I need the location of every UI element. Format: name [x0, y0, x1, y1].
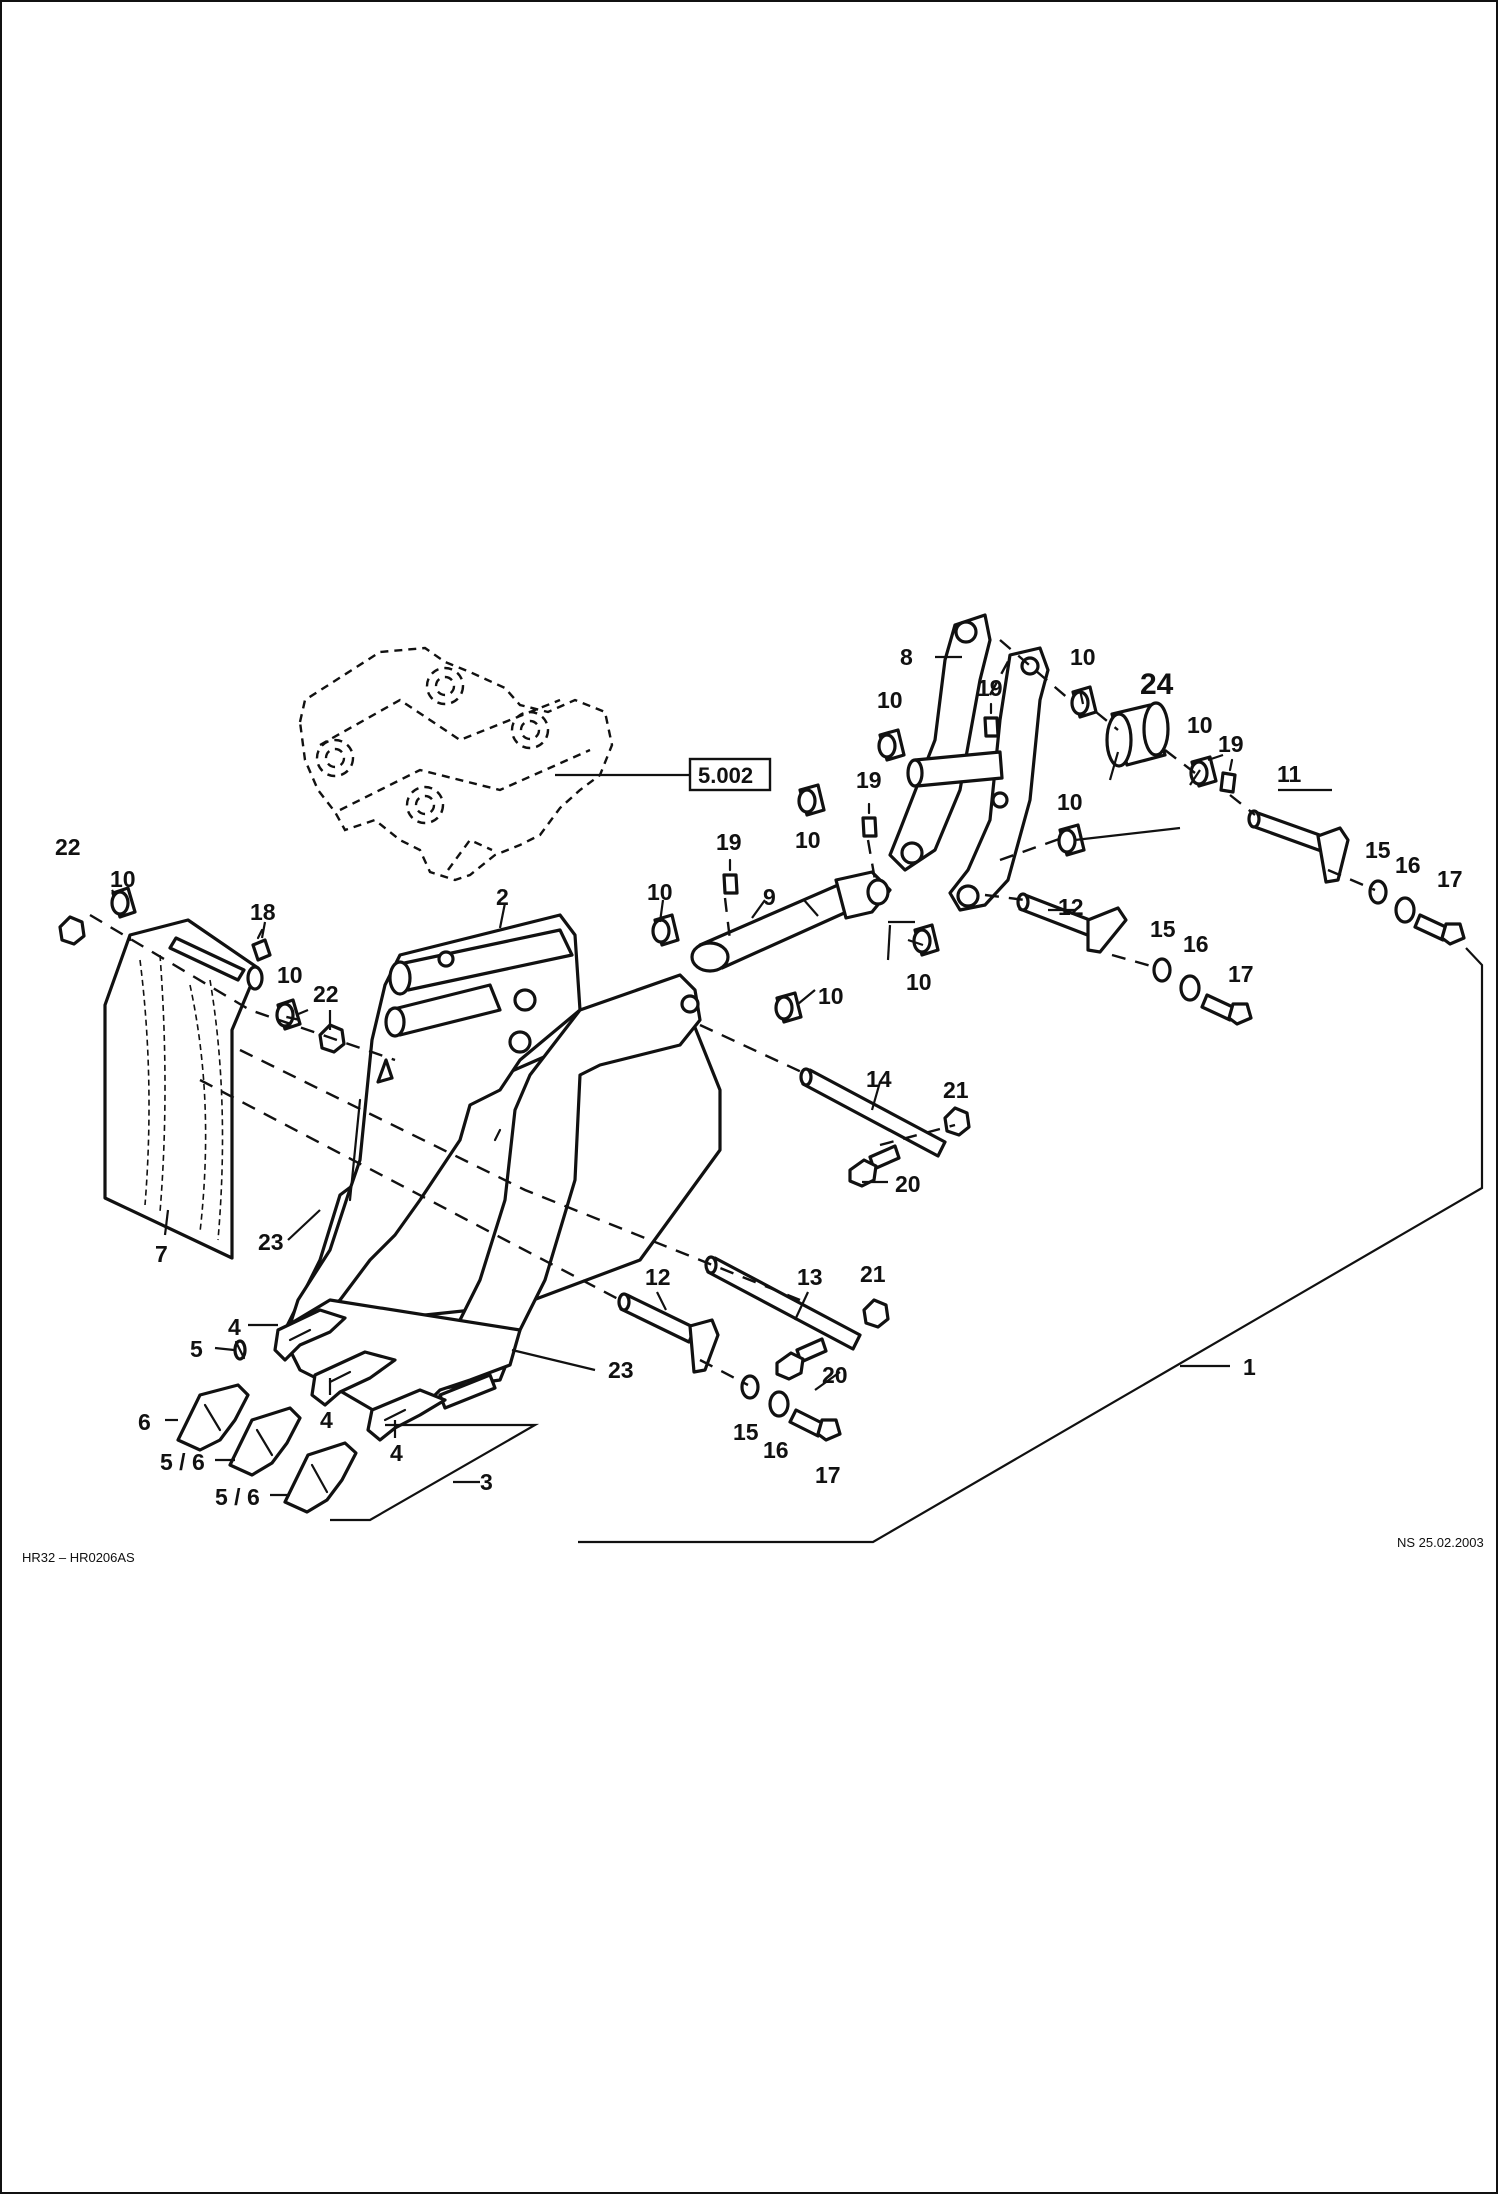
callout-19d: 19	[1218, 731, 1244, 757]
callout-15a: 15	[1365, 837, 1391, 863]
side-cutter-plate	[103, 918, 264, 1260]
assembly-axis-lines	[89, 639, 1376, 1387]
bolt-20b	[775, 1337, 828, 1381]
washer-15c	[740, 1374, 760, 1400]
callout-8: 8	[900, 644, 913, 670]
bolt-20a	[848, 1144, 901, 1188]
callout-7: 7	[155, 1241, 168, 1267]
callout-11: 11	[1277, 761, 1302, 787]
callout-10c: 10	[647, 879, 673, 905]
callout-17a: 17	[1437, 866, 1463, 892]
tooth-adapter-middle	[310, 1350, 397, 1407]
callout-10e: 10	[877, 687, 903, 713]
reference-box	[688, 757, 772, 792]
callout-22a: 22	[55, 834, 81, 860]
callout-5-6b: 5 / 6	[215, 1484, 260, 1510]
callout-16c: 16	[763, 1437, 789, 1463]
callout-21b: 21	[860, 1261, 886, 1287]
callout-23b: 23	[608, 1357, 634, 1383]
washer-15b	[1152, 957, 1172, 983]
callout-6: 6	[138, 1409, 151, 1435]
callout-20b: 20	[822, 1362, 848, 1388]
tooth-retainer-pin	[233, 1339, 247, 1361]
pin-14	[799, 1067, 947, 1158]
callout-16a: 16	[1395, 852, 1421, 878]
callout-2: 2	[496, 884, 509, 910]
grease-nipple-19a	[722, 858, 739, 895]
assembly-bracket	[578, 947, 1484, 1544]
bucket-tooth-6	[176, 1383, 250, 1452]
callout-10b: 10	[277, 962, 303, 988]
callout-23a: 23	[258, 1229, 284, 1255]
callout-15c: 15	[733, 1419, 759, 1445]
bolt-17b	[1200, 993, 1253, 1026]
callout-5: 5	[190, 1336, 203, 1362]
washer-16b	[1179, 974, 1201, 1002]
leader-lines	[111, 655, 1332, 1497]
washer-16a	[1394, 896, 1416, 924]
callout-22b: 22	[313, 981, 339, 1007]
callout-18: 18	[250, 899, 276, 925]
callout-14: 14	[866, 1066, 892, 1092]
bucket-tooth-56b	[283, 1441, 358, 1514]
callout-17c: 17	[815, 1462, 841, 1488]
callout-10i: 10	[1187, 712, 1213, 738]
callout-21a: 21	[943, 1077, 969, 1103]
callout-16b: 16	[1183, 931, 1209, 957]
nut-21b	[862, 1298, 890, 1329]
callout-4a: 4	[228, 1314, 241, 1340]
washer-15a	[1368, 879, 1388, 905]
pin-13	[704, 1255, 862, 1351]
drawing-date: NS 25.02.2003	[1397, 1535, 1484, 1550]
callout-10g: 10	[818, 983, 844, 1009]
callout-4b: 4	[320, 1407, 333, 1433]
tooth-adapter-right	[366, 1388, 447, 1442]
callout-15b: 15	[1150, 916, 1176, 942]
linkage-arms	[888, 613, 1050, 912]
bolt-17a	[1413, 913, 1466, 946]
nut-22a	[58, 915, 86, 946]
grease-nipple-19c	[983, 702, 1000, 738]
pin-12-upper	[1016, 892, 1128, 954]
grease-nipple-19b	[861, 802, 878, 838]
callout-1: 1	[1243, 1354, 1256, 1380]
callout-3: 3	[480, 1469, 493, 1495]
callout-10a: 10	[110, 866, 136, 892]
callout-9: 9	[763, 884, 776, 910]
bucket-body	[278, 913, 722, 1422]
pin-12-lower	[617, 1292, 720, 1374]
tilt-link	[690, 870, 892, 973]
callout-4c: 4	[390, 1440, 403, 1466]
callout-24: 24	[1140, 668, 1174, 701]
pin-11	[1247, 809, 1350, 884]
drawing-code: HR32 – HR0206AS	[22, 1550, 135, 1565]
nut-21a	[943, 1106, 971, 1137]
callout-10d: 10	[795, 827, 821, 853]
callout-19a: 19	[716, 829, 742, 855]
callout-labels: 1 2 3 4 4 4 5 6 5 / 6 5 / 6 7 8 9 10 10 …	[55, 644, 1463, 1510]
callout-10h: 10	[1070, 644, 1096, 670]
callout-10f: 10	[906, 969, 932, 995]
callout-12b: 12	[645, 1264, 671, 1290]
callout-19c: 19	[977, 675, 1003, 701]
callout-12a: 12	[1058, 894, 1084, 920]
bolt-17c	[788, 1408, 842, 1442]
washer-16c	[768, 1390, 790, 1418]
callout-20a: 20	[895, 1171, 921, 1197]
reference-box-label: 5.002	[698, 763, 753, 788]
large-bushing-24	[1105, 701, 1170, 768]
grease-nipple-19d	[1219, 758, 1237, 794]
callout-13: 13	[797, 1264, 823, 1290]
callout-19b: 19	[856, 767, 882, 793]
callout-10j: 10	[1057, 789, 1083, 815]
callout-5-6a: 5 / 6	[160, 1449, 205, 1475]
quick-coupler-ghost	[298, 646, 614, 882]
bucket-tooth-56a	[228, 1406, 302, 1477]
tooth-adapter-left	[273, 1308, 347, 1362]
grease-nipple-18	[251, 928, 272, 962]
callout-17b: 17	[1228, 961, 1254, 987]
